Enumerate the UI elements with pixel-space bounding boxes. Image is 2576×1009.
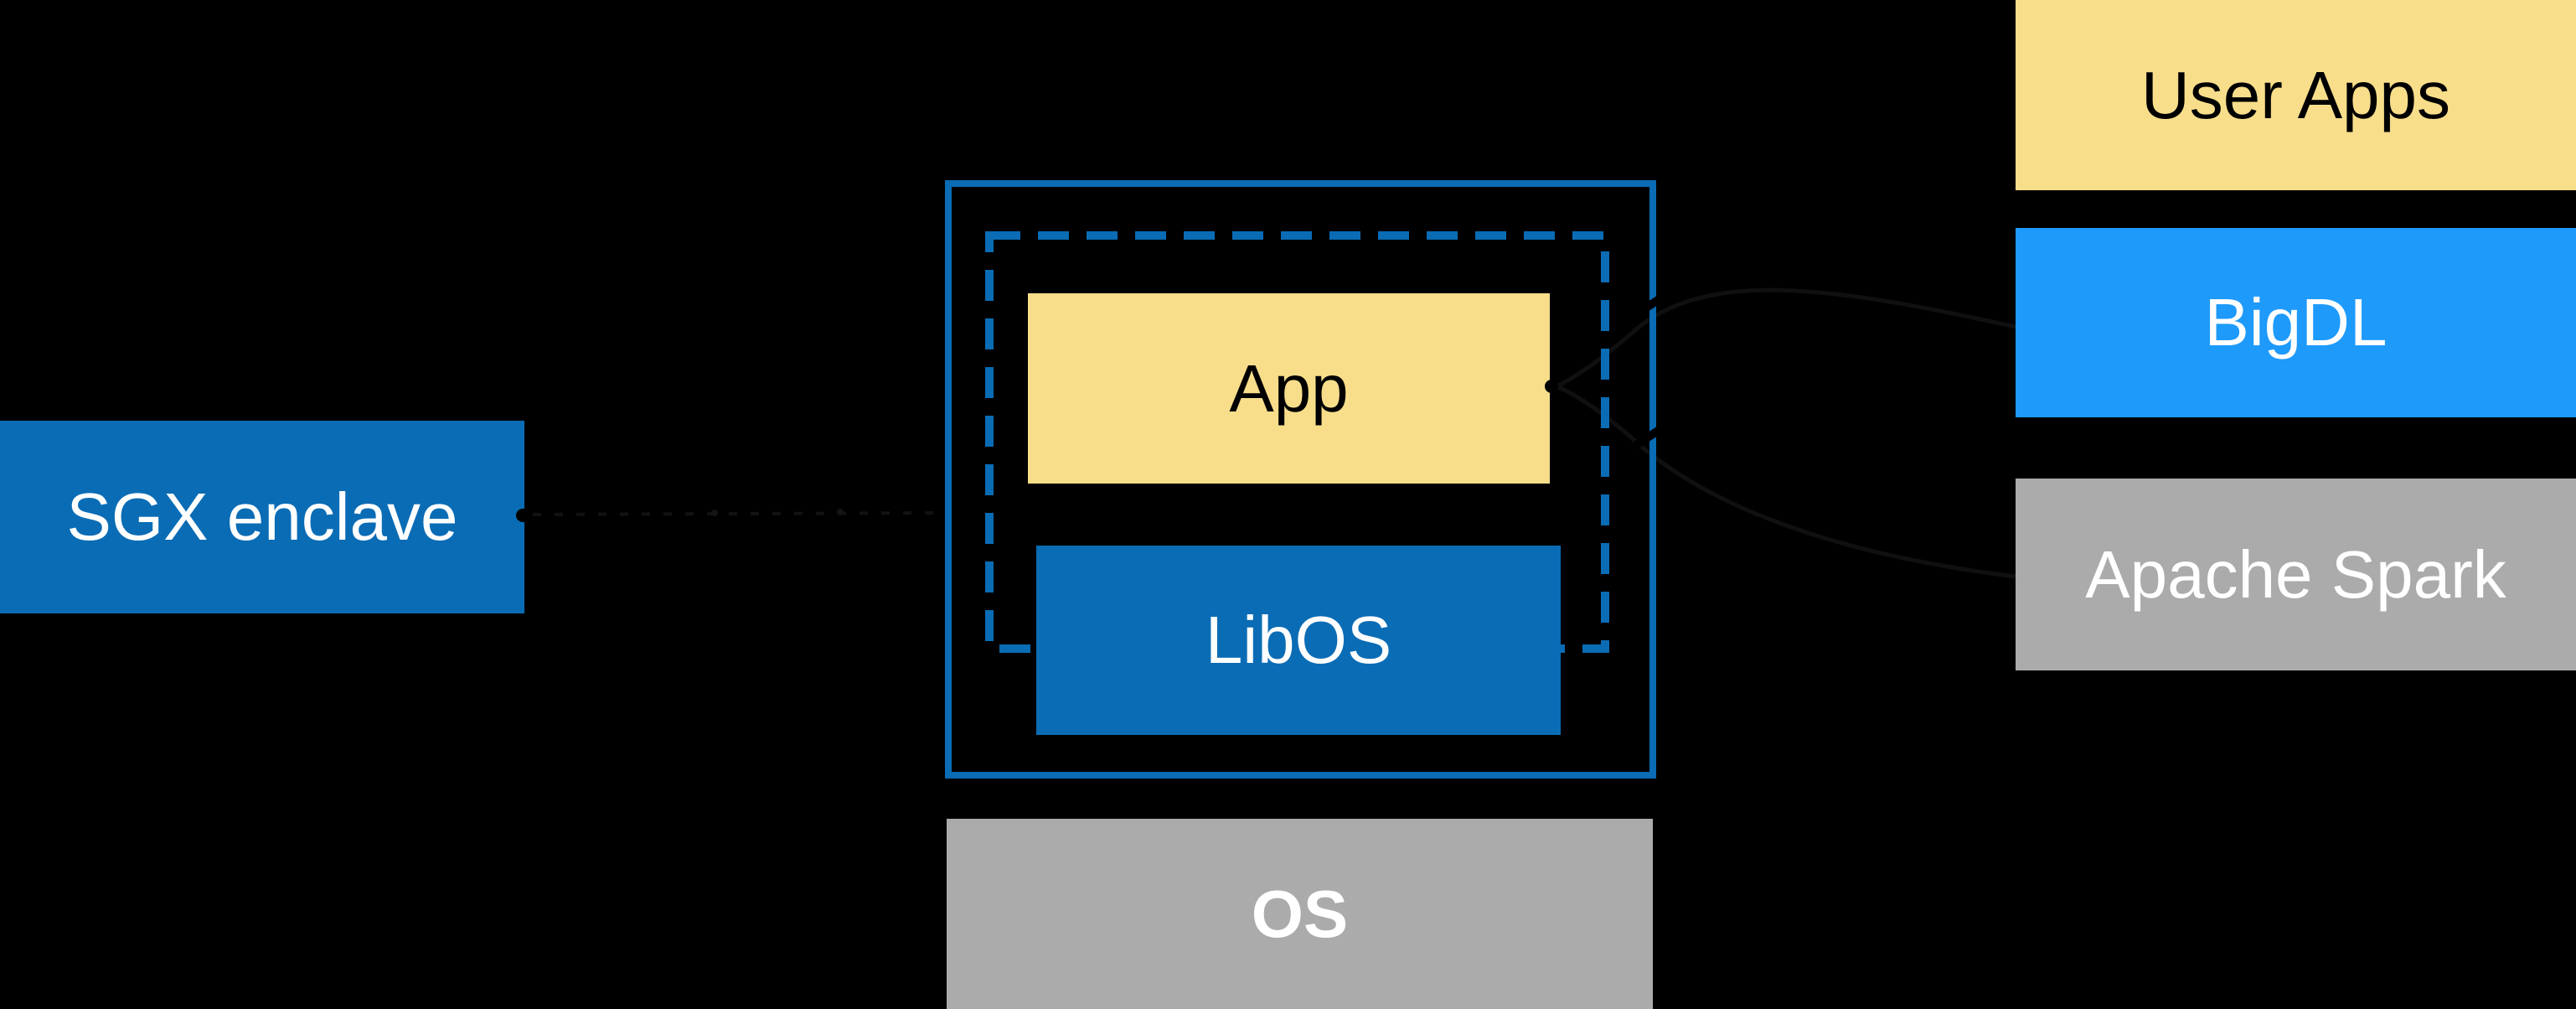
sgx-connector-joint-dot [711, 510, 718, 516]
apache-spark-box: Apache Spark [2016, 479, 2576, 670]
sgx-enclave-label: SGX enclave [66, 479, 458, 554]
user-apps-box: User Apps [2016, 0, 2576, 190]
app-label: App [1229, 350, 1349, 426]
os-box: OS [947, 819, 1653, 1009]
bigdl-label: BigDL [2204, 285, 2388, 360]
sgx-connector-start-dot [516, 509, 529, 522]
app-box: App [1028, 293, 1550, 484]
enclave-outer-border [945, 180, 1656, 779]
sgx-enclave-box: SGX enclave [0, 421, 524, 613]
arrow-notch-bottom [1634, 419, 1672, 449]
arrow-notch-top [1634, 288, 1672, 318]
apache-spark-label: Apache Spark [2085, 536, 2506, 612]
sgx-connector-joint-dot [837, 509, 844, 515]
libos-label: LibOS [1205, 603, 1392, 677]
libos-box: LibOS [1036, 546, 1561, 735]
arrow-endpoint-dot [1545, 380, 1558, 393]
bigdl-to-app-arrow-line [1556, 287, 2016, 388]
os-label: OS [1251, 876, 1349, 951]
sgx-to-enclave-connector-line [532, 511, 944, 516]
spark-to-app-arrow-line [1557, 385, 2016, 579]
bigdl-box: BigDL [2016, 228, 2576, 417]
user-apps-label: User Apps [2140, 57, 2451, 132]
